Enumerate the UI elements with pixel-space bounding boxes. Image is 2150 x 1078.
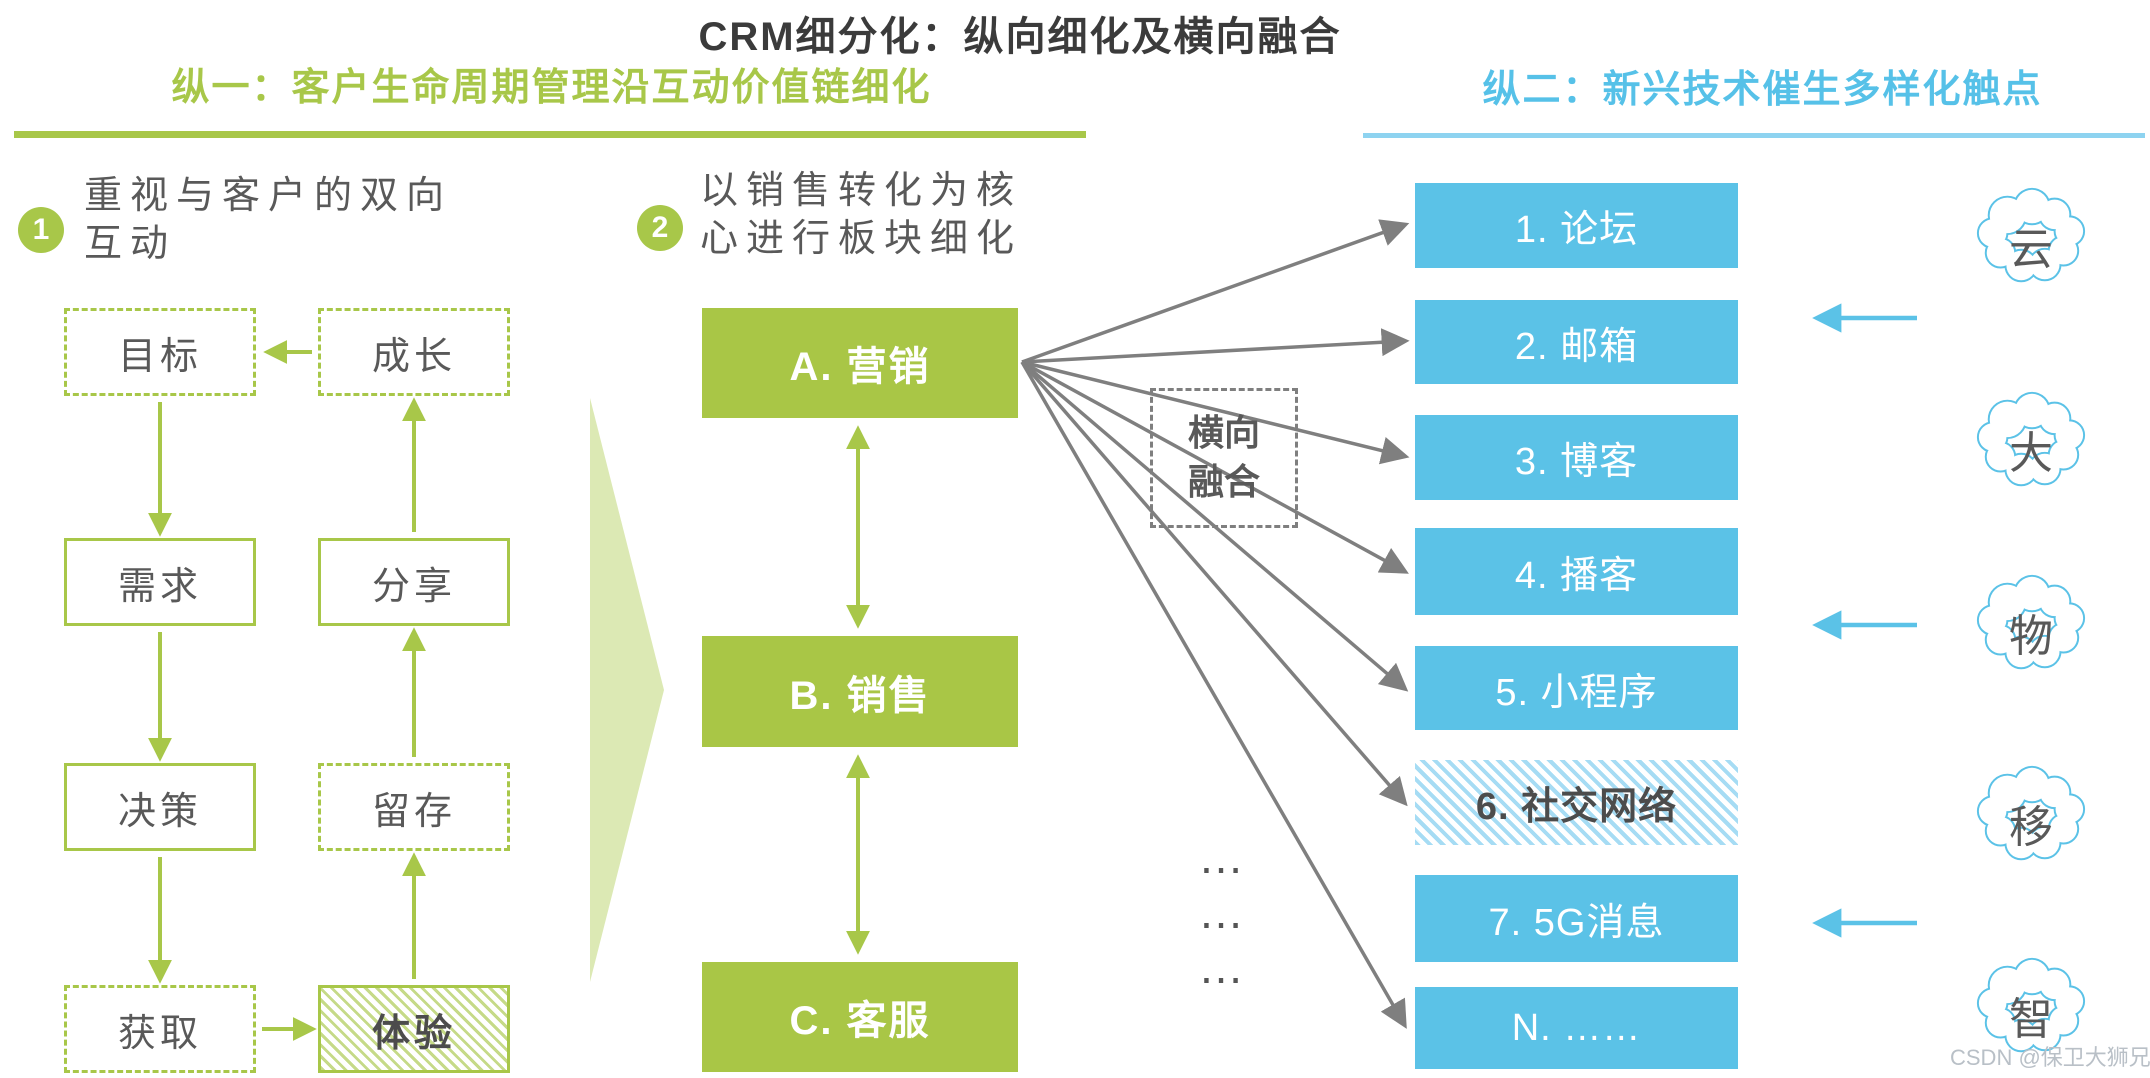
- flow-box-acquire: 获取: [64, 985, 256, 1073]
- touchpoint-miniapp: 5. 小程序: [1415, 646, 1738, 730]
- fusion-box: 横向融合: [1150, 388, 1298, 528]
- flow-box-decision: 决策: [64, 763, 256, 851]
- cloud-yi: 移: [1972, 756, 2090, 874]
- watermark: CSDN @保卫大狮兄: [1950, 1045, 2150, 1070]
- module-marketing: A. 营销: [702, 308, 1018, 418]
- section2-underline: [1363, 133, 2145, 138]
- cloud-arrows: [1812, 303, 1917, 938]
- cloud-wu-label: 物: [2009, 612, 2053, 661]
- step2-badge: 2: [637, 205, 683, 251]
- section1-heading: 纵一：客户生命周期管理沿互动价值链细化: [171, 67, 932, 109]
- module-sales: B. 销售: [702, 636, 1018, 747]
- cloud-yun: 云: [1972, 178, 2090, 296]
- flow-box-goal: 目标: [64, 308, 256, 396]
- touchpoint-forum: 1. 论坛: [1415, 183, 1738, 268]
- cloud-da-label: 大: [2009, 429, 2053, 478]
- ellipsis-1: …: [1198, 831, 1244, 883]
- step1-text: 重视与客户的双向互动: [84, 175, 453, 265]
- touchpoint-5g: 7. 5G消息: [1415, 875, 1738, 962]
- flow-box-demand: 需求: [64, 538, 256, 626]
- cloud-zhi-label: 智: [2009, 995, 2053, 1044]
- flow-box-retention: 留存: [318, 763, 510, 851]
- touchpoint-email: 2. 邮箱: [1415, 300, 1738, 384]
- step2-text: 以销售转化为核心进行板块细化: [700, 170, 1023, 260]
- touchpoint-blog: 3. 博客: [1415, 415, 1738, 500]
- cloud-wu: 物: [1972, 565, 2090, 683]
- cloud-yun-label: 云: [2009, 225, 2053, 274]
- section2-heading: 纵二：新兴技术催生多样化触点: [1482, 69, 2043, 111]
- step1-badge: 1: [18, 207, 64, 253]
- cloud-yi-label: 移: [2009, 803, 2053, 852]
- flow-box-share: 分享: [318, 538, 510, 626]
- ellipsis-2: …: [1198, 886, 1244, 938]
- touchpoint-podcast: 4. 播客: [1415, 528, 1738, 615]
- ellipsis-3: …: [1198, 941, 1244, 993]
- flow-box-experience: 体验: [318, 985, 510, 1073]
- module-service: C. 客服: [702, 962, 1018, 1072]
- touchpoint-social: 6. 社交网络: [1415, 760, 1738, 845]
- lifecycle-arrows: [148, 340, 426, 1041]
- fusion-label: 横向融合: [1187, 412, 1260, 502]
- page-title: CRM细分化：纵向细化及横向融合: [698, 15, 1342, 59]
- touchpoint-n: N. ……: [1415, 987, 1738, 1069]
- flow-box-growth: 成长: [318, 308, 510, 396]
- cloud-da: 大: [1972, 382, 2090, 500]
- cloud-zhi: 智: [1972, 948, 2090, 1066]
- section1-underline: [14, 131, 1086, 138]
